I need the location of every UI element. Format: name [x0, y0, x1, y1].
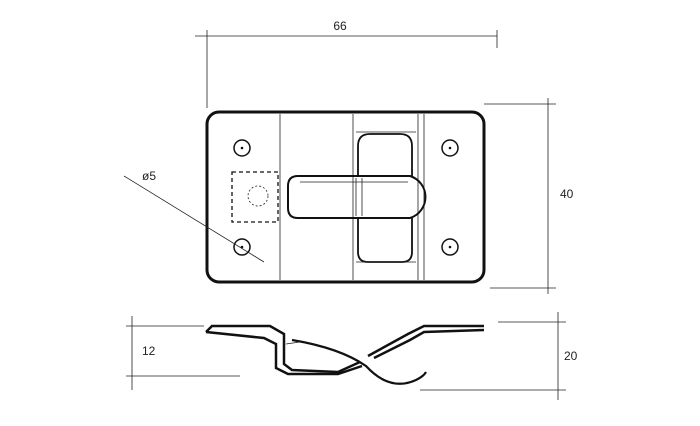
side-dimension-right: 20 [420, 312, 578, 400]
latch-tongue [287, 175, 427, 219]
mounting-hole-top-left [233, 139, 251, 157]
hole-label: ø5 [142, 169, 156, 183]
side-left-label: 12 [142, 344, 156, 358]
hole-leader: ø5 [123, 169, 265, 263]
plate-side-view [205, 324, 485, 385]
mounting-hole-bottom-right [441, 238, 459, 256]
plate-top-view [205, 110, 486, 284]
side-right-label: 20 [564, 349, 578, 363]
mounting-hole-bottom-left [233, 238, 251, 256]
width-dimension: 66 [195, 19, 498, 108]
latch-keeper [356, 131, 416, 263]
width-label: 66 [333, 19, 347, 33]
height-dimension: 40 [484, 98, 574, 294]
mounting-hole-top-right [441, 139, 459, 157]
height-label: 40 [560, 187, 574, 201]
side-dimension-left: 12 [126, 316, 240, 390]
hidden-pocket [231, 171, 279, 223]
